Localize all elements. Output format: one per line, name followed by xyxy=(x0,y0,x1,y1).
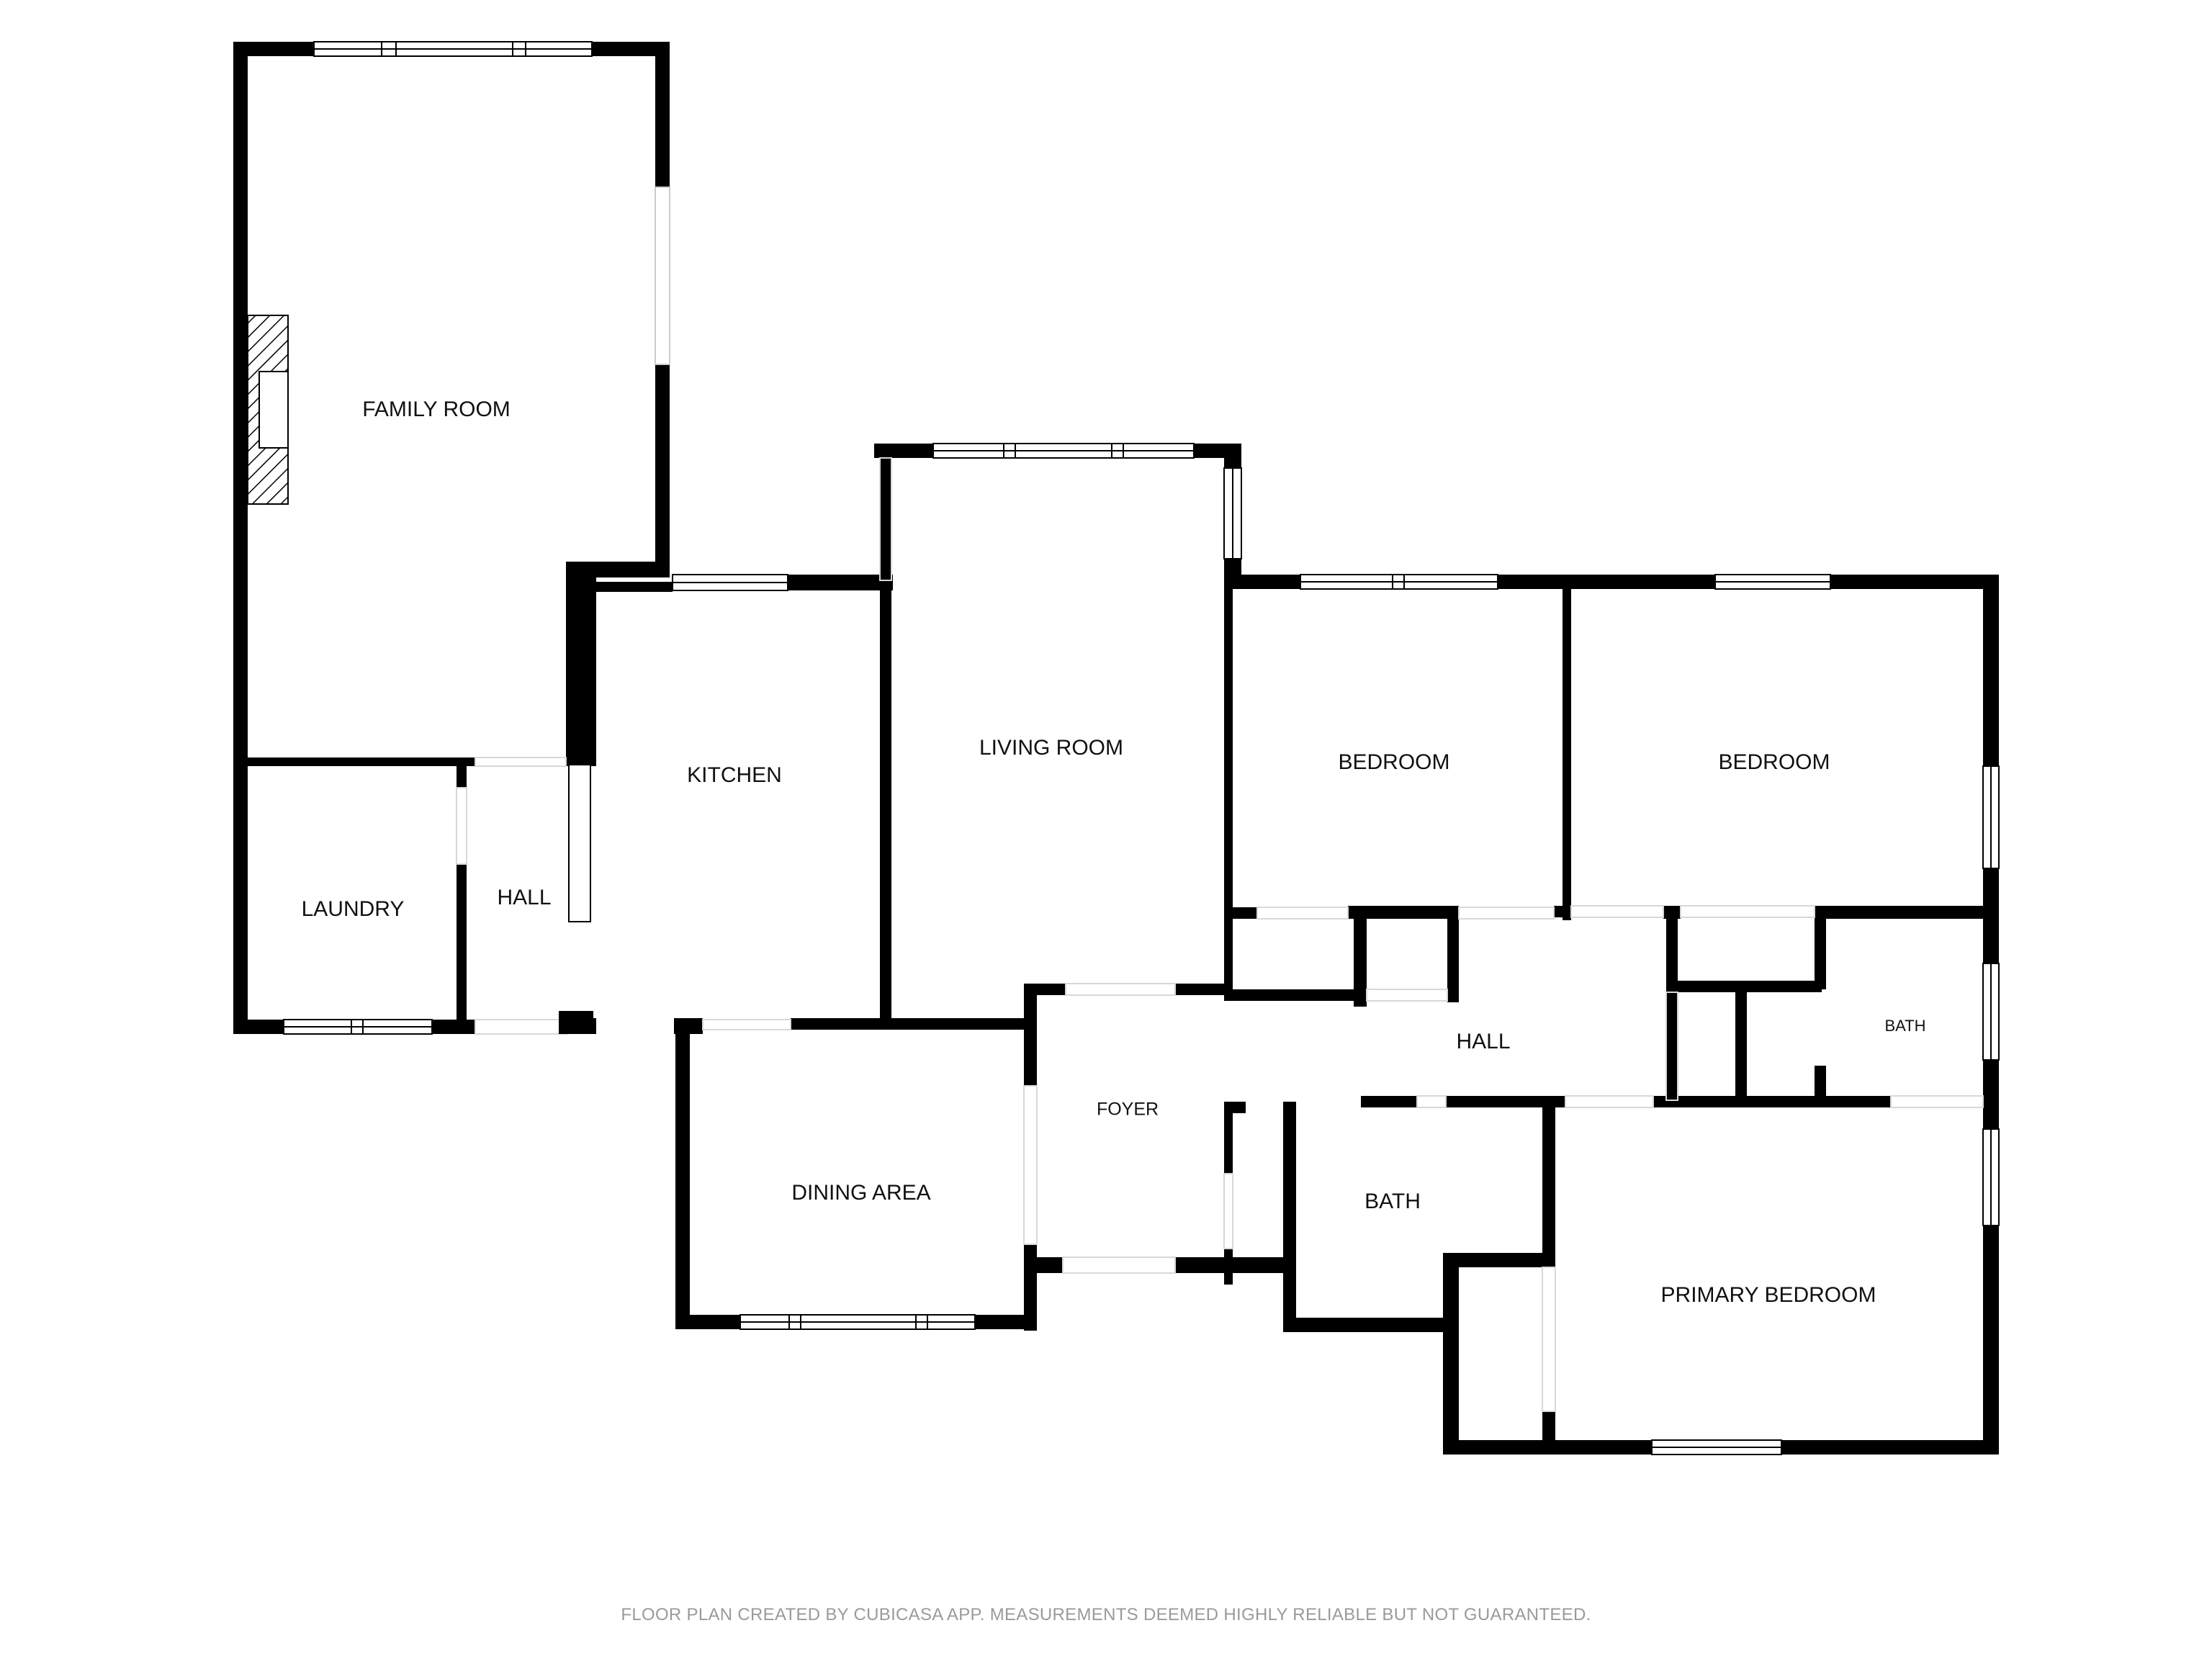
wall xyxy=(1983,1226,1999,1455)
wall xyxy=(1815,906,1999,919)
kitchen-counter xyxy=(568,764,591,922)
wall xyxy=(874,444,933,458)
wall xyxy=(1348,906,1459,919)
wall xyxy=(1563,580,1571,920)
wall xyxy=(1361,1096,1417,1107)
wall xyxy=(655,42,670,187)
label-hall-west: HALL xyxy=(497,886,551,909)
wall xyxy=(1983,575,1999,766)
wall xyxy=(1024,1257,1063,1273)
wall xyxy=(1447,909,1459,1002)
wall xyxy=(592,42,670,56)
label-foyer: FOYER xyxy=(1097,1100,1159,1120)
wall xyxy=(1983,1060,1999,1129)
wall xyxy=(1554,906,1571,917)
label-bath-main: BATH xyxy=(1364,1190,1421,1213)
wall xyxy=(1224,907,1257,919)
wall xyxy=(1830,575,1999,589)
wall xyxy=(975,1315,1037,1329)
wall xyxy=(791,1018,1035,1030)
wall xyxy=(1735,981,1747,1105)
wall xyxy=(1443,1440,1652,1455)
wall xyxy=(432,1020,475,1034)
wall xyxy=(233,42,248,1034)
label-bath-small: BATH xyxy=(1884,1017,1925,1035)
wall xyxy=(1354,909,1367,1007)
wall xyxy=(1024,984,1037,1086)
label-bedroom-1: BEDROOM xyxy=(1338,750,1449,774)
wall xyxy=(1542,1102,1555,1267)
wall xyxy=(566,562,596,766)
windows xyxy=(283,41,2000,1455)
wall xyxy=(1498,575,1718,589)
label-family-room: FAMILY ROOM xyxy=(362,397,511,421)
label-primary-bedroom: PRIMARY BEDROOM xyxy=(1661,1283,1876,1307)
label-living-room: LIVING ROOM xyxy=(979,736,1123,760)
fireplace xyxy=(247,315,289,505)
wall xyxy=(1224,989,1367,1001)
label-dining-area: DINING AREA xyxy=(791,1181,930,1205)
room-labels: FAMILY ROOM KITCHEN LIVING ROOM BEDROOM … xyxy=(302,397,1926,1307)
wall xyxy=(1175,984,1233,995)
wall xyxy=(233,757,475,766)
wall xyxy=(675,1315,740,1329)
wall-post xyxy=(559,1011,593,1034)
wall xyxy=(1283,1102,1296,1332)
window xyxy=(655,186,670,365)
wall xyxy=(1815,1066,1826,1102)
footer-disclaimer: FLOOR PLAN CREATED BY CUBICASA APP. MEAS… xyxy=(621,1605,1591,1624)
wall xyxy=(1446,1096,1565,1107)
wall xyxy=(1224,579,1233,986)
wall xyxy=(1666,909,1678,1100)
wall xyxy=(1175,1257,1283,1273)
label-laundry: LAUNDRY xyxy=(302,897,405,921)
wall xyxy=(1224,575,1300,589)
wall xyxy=(1815,909,1826,989)
wall xyxy=(675,1018,690,1329)
wall xyxy=(1781,1440,1999,1455)
wall xyxy=(655,364,670,577)
walls xyxy=(233,42,1999,1455)
openings xyxy=(456,457,1984,1412)
wall xyxy=(880,445,891,1030)
wall xyxy=(233,42,314,56)
label-bedroom-2: BEDROOM xyxy=(1718,750,1830,774)
wall xyxy=(1283,1318,1452,1332)
wall xyxy=(596,582,673,592)
wall xyxy=(1224,1102,1233,1174)
wall xyxy=(457,766,467,788)
wall xyxy=(457,864,467,1034)
wall xyxy=(788,575,893,590)
wall xyxy=(1653,1096,1891,1107)
label-kitchen: KITCHEN xyxy=(687,763,782,787)
wall xyxy=(1443,1253,1459,1455)
wall xyxy=(1443,1253,1555,1267)
wall xyxy=(233,1020,284,1034)
label-hall-east: HALL xyxy=(1456,1030,1510,1053)
wall xyxy=(1224,444,1241,468)
